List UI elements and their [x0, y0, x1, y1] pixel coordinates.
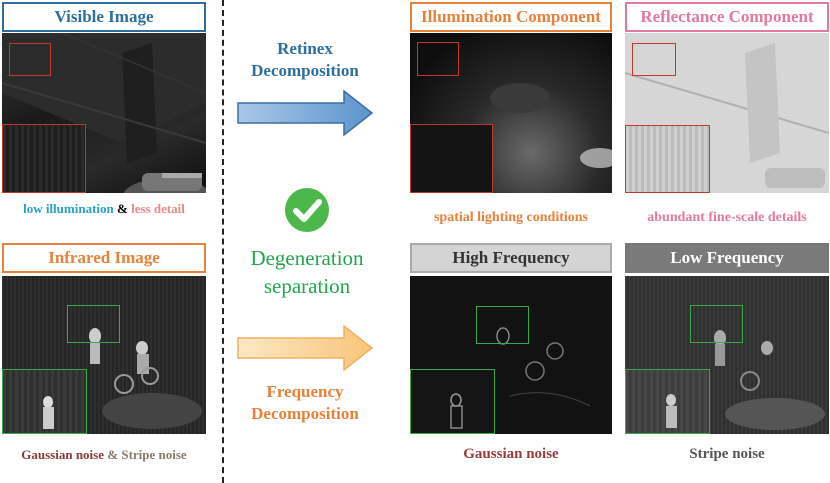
- reflectance-scene: [625, 43, 829, 188]
- retinex-arrow: [237, 89, 374, 137]
- reflectance-caption: abundant fine-scale details: [647, 210, 807, 225]
- center-line2: separation: [263, 274, 351, 298]
- visible-image-title-text: Visible Image: [54, 7, 154, 26]
- frequency-arrow: [237, 324, 374, 372]
- dashed-separator: [222, 0, 224, 483]
- high-frequency-scene: [496, 327, 591, 407]
- illumination-zoom-box: [417, 42, 459, 76]
- visible-scene: [2, 33, 206, 193]
- check-icon: [285, 188, 329, 232]
- reflectance-zoom-box: [632, 43, 676, 76]
- retinex-label-line1: Retinex: [277, 39, 333, 58]
- illumination-caption: spatial lighting conditions: [433, 210, 589, 225]
- degeneration-separation-label: Degeneration separation: [230, 244, 384, 300]
- reflectance-title: Reflectance Component: [625, 2, 829, 32]
- reflectance-panel: [625, 33, 829, 193]
- visible-caption-b: less detail: [131, 201, 185, 216]
- high-frequency-title: High Frequency: [410, 243, 612, 273]
- low-frequency-zoom-inset: [625, 369, 710, 434]
- visible-image-panel: [2, 33, 206, 193]
- illumination-title-text: Illumination Component: [421, 7, 601, 26]
- infrared-scene: [89, 328, 202, 429]
- illumination-title: Illumination Component: [410, 2, 612, 32]
- visible-caption-a: low illumination: [23, 201, 114, 216]
- infrared-image-title-text: Infrared Image: [48, 248, 160, 267]
- infrared-zoom-inset: [2, 369, 87, 434]
- high-frequency-title-text: High Frequency: [452, 248, 570, 267]
- low-frequency-title-text: Low Frequency: [670, 248, 784, 267]
- high-frequency-zoom-inset: [410, 369, 495, 434]
- low-frequency-caption: Stripe noise: [689, 446, 765, 462]
- infrared-image-panel: [2, 276, 206, 434]
- frequency-label-line1: Frequency: [266, 382, 344, 401]
- illumination-zoom-inset: [410, 124, 493, 193]
- low-frequency-title: Low Frequency: [625, 243, 829, 273]
- infrared-caption-amp: &: [107, 447, 119, 462]
- visible-caption-amp: &: [117, 201, 128, 216]
- visible-zoom-box: [9, 43, 51, 76]
- reflectance-zoom-inset: [625, 125, 710, 193]
- frequency-label-line2: Decomposition: [251, 404, 359, 423]
- high-frequency-zoom-box: [476, 306, 529, 344]
- infrared-zoom-box: [67, 305, 120, 343]
- infrared-caption: Gaussian noise & Stripe noise: [2, 447, 206, 463]
- retinex-label: Retinex Decomposition: [235, 38, 375, 82]
- illumination-panel: [410, 33, 612, 193]
- low-frequency-zoom-box: [690, 305, 743, 343]
- center-line1: Degeneration: [250, 246, 364, 270]
- visible-caption: low illumination & less detail: [2, 201, 206, 217]
- reflectance-title-text: Reflectance Component: [640, 7, 814, 26]
- infrared-image-title: Infrared Image: [2, 243, 206, 273]
- retinex-label-line2: Decomposition: [251, 61, 359, 80]
- visible-image-title: Visible Image: [2, 2, 206, 32]
- illumination-scene: [490, 83, 612, 168]
- visible-zoom-inset: [2, 124, 86, 193]
- infrared-caption-a: Gaussian noise: [21, 447, 104, 462]
- high-frequency-panel: [410, 276, 612, 434]
- frequency-label: Frequency Decomposition: [235, 381, 375, 425]
- high-frequency-caption: Gaussian noise: [463, 446, 559, 462]
- infrared-caption-b: Stripe noise: [121, 447, 187, 462]
- low-frequency-panel: [625, 276, 829, 434]
